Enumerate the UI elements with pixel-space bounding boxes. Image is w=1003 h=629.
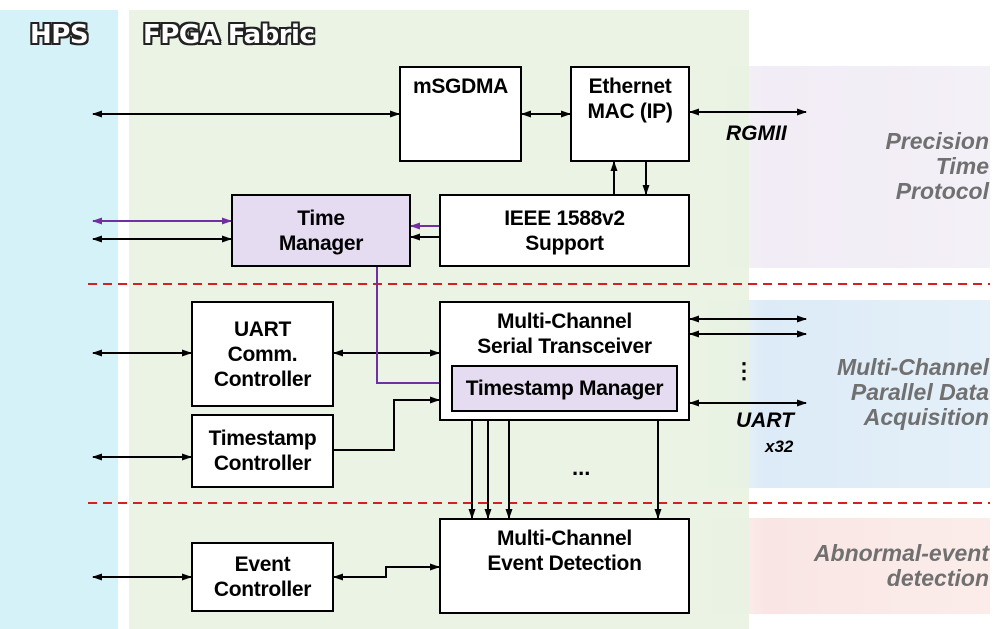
time-manager-label: Time Manager	[278, 206, 364, 255]
event-controller-block: Event Controller	[191, 542, 334, 612]
arrow-eventctrl-eventdet	[333, 563, 440, 581]
msgdma-label: mSGDMA	[412, 75, 509, 98]
time-manager-block: Time Manager	[231, 194, 411, 267]
uart-label: UART	[736, 409, 794, 432]
ethernet-mac-label: Ethernet MAC (IP)	[587, 75, 673, 123]
fpga-fabric-label: FPGA Fabric	[143, 20, 315, 50]
serial-transceiver-label: Multi-Channel Serial Transceiver	[477, 310, 652, 358]
event-detection-block: Multi-Channel Event Detection	[439, 518, 690, 614]
section-label-acquisition: Multi-Channel Parallel Data Acquisition	[836, 354, 989, 430]
timestamp-controller-label: Timestamp Controller	[208, 427, 317, 475]
ieee1588-block: IEEE 1588v2 Support	[439, 194, 690, 267]
event-detection-label: Multi-Channel Event Detection	[487, 527, 642, 575]
rgmii-label: RGMII	[726, 122, 787, 145]
ethernet-mac-block: Ethernet MAC (IP)	[570, 66, 690, 162]
event-controller-label: Event Controller	[213, 553, 312, 601]
arrow-tscontroller-serial	[334, 396, 440, 451]
section-label-ptp: Precision Time Protocol	[885, 128, 989, 204]
uart-comm-controller-block: UART Comm. Controller	[191, 301, 334, 407]
horizontal-ellipsis: ...	[572, 455, 591, 480]
msgdma-block: mSGDMA	[399, 66, 522, 162]
timestamp-controller-block: Timestamp Controller	[191, 414, 334, 488]
section-label-abnormal: Abnormal-event detection	[813, 540, 989, 591]
timestamp-manager-block: Timestamp Manager	[451, 365, 678, 412]
hps-label: HPS	[30, 20, 89, 50]
arrow-timemgr-tsmanager-purple	[376, 266, 452, 387]
timestamp-manager-label: Timestamp Manager	[465, 377, 664, 400]
x32-label: x32	[765, 437, 794, 456]
hps-region	[0, 10, 118, 629]
uart-comm-controller-label: UART Comm. Controller	[213, 317, 312, 391]
ieee1588-label: IEEE 1588v2 Support	[504, 206, 625, 255]
vertical-ellipsis: ⋮	[733, 358, 755, 383]
